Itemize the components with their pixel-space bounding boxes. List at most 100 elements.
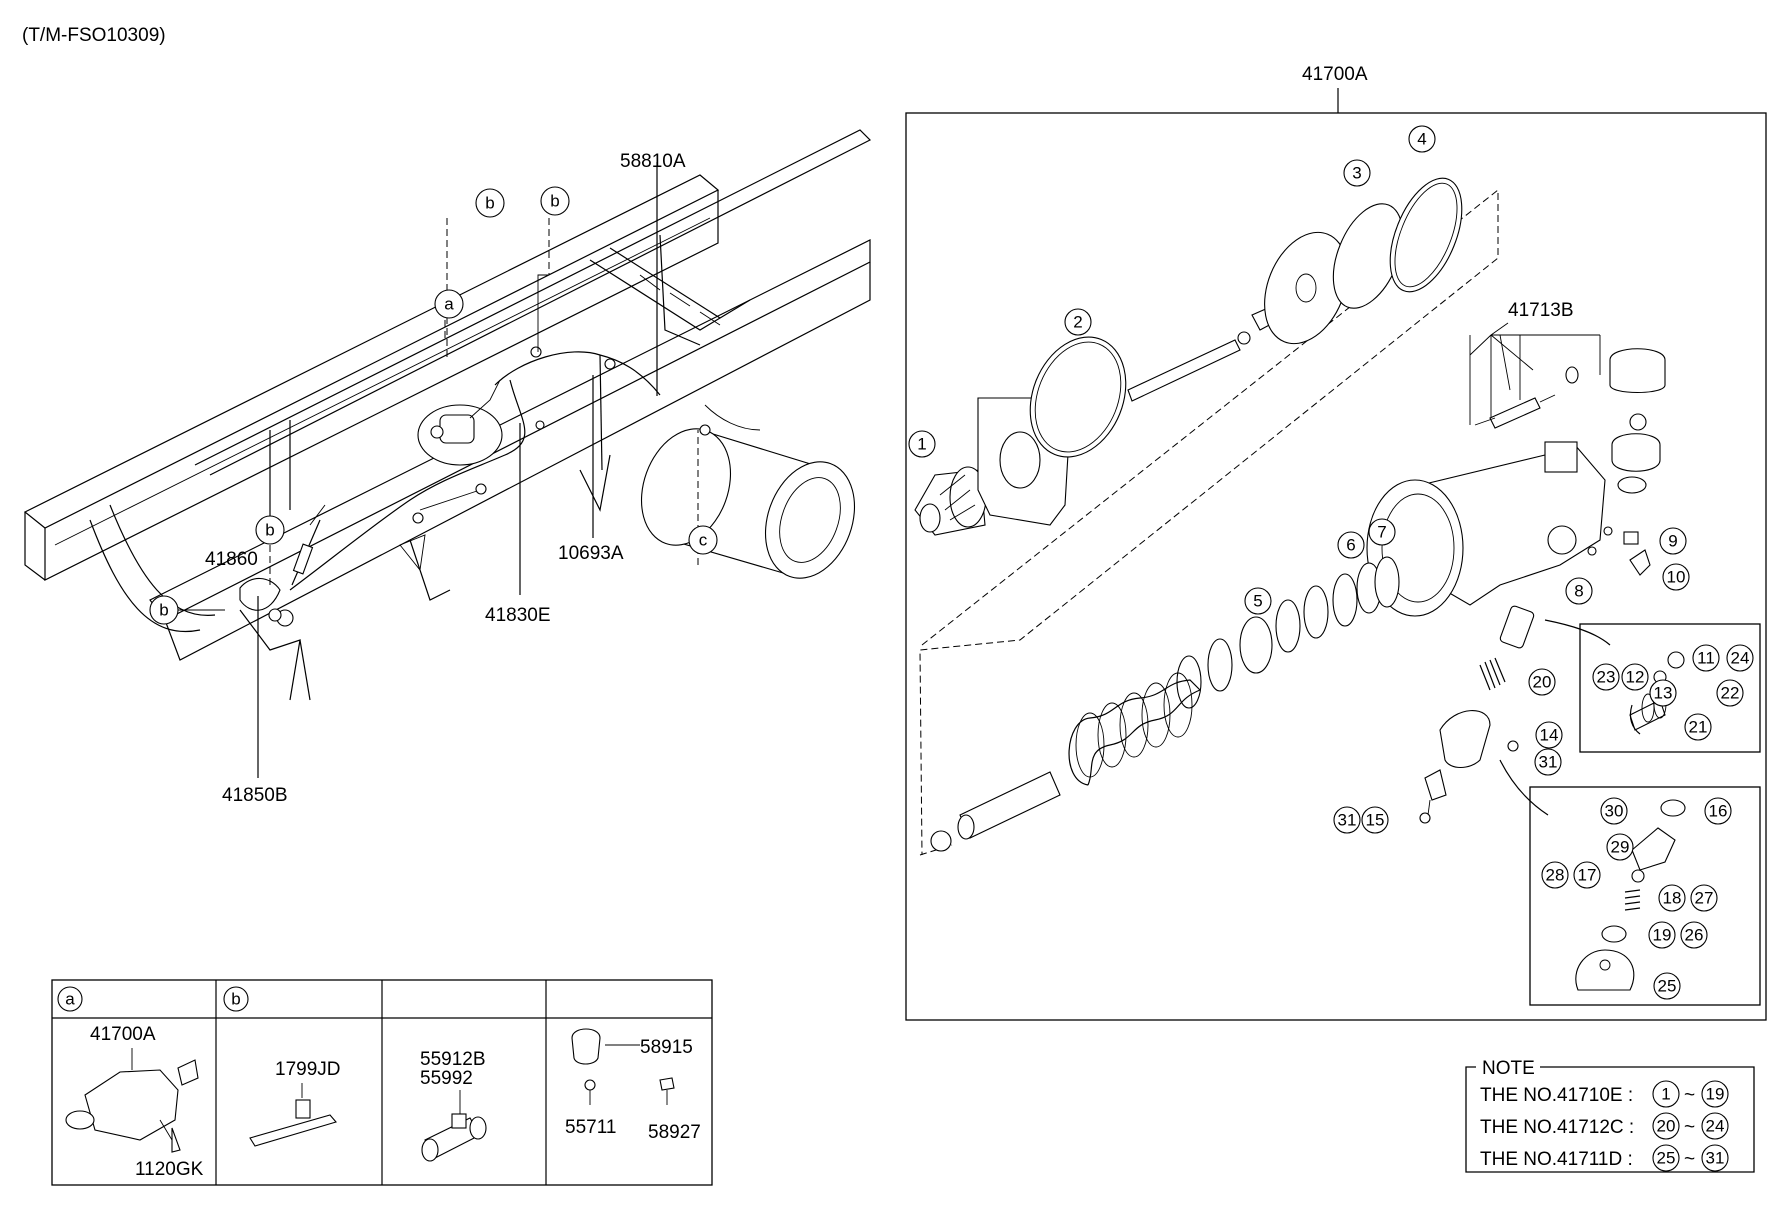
callout-circle: [1573, 861, 1601, 889]
callout-circle: [1659, 527, 1687, 555]
callout-circle: [1528, 668, 1556, 696]
callout-circle: [1534, 748, 1562, 776]
callout-b: b: [550, 192, 559, 211]
note-rows: THE NO.41710E : 1 19 ~ THE NO.41712C : 20 24 ~ T…: [1480, 1080, 1729, 1172]
note-callout-circle: [1701, 1144, 1729, 1172]
callout-number: 24: [1731, 649, 1750, 668]
callout-circle: [1621, 663, 1649, 691]
note-row-text: THE NO.41710E :: [1480, 1085, 1633, 1106]
assembly-frame: [905, 112, 1767, 1021]
hose-routing: [239, 346, 711, 627]
label-41830e: 41830E: [485, 605, 551, 626]
callout-number: 29: [1611, 838, 1630, 857]
note-callout-number: 24: [1706, 1117, 1725, 1136]
callout-circle: [1535, 721, 1563, 749]
label-10693a: 10693A: [558, 543, 624, 564]
callout-number: 28: [1546, 866, 1565, 885]
note-callout-number: 1: [1661, 1085, 1670, 1104]
letter-callouts: a b b b b c: [149, 186, 718, 625]
callout-a: a: [444, 295, 454, 314]
legend-part: 1799JD: [275, 1059, 341, 1080]
callout-circle: [1648, 921, 1676, 949]
callout-number: 31: [1338, 811, 1357, 830]
note-callout-number: 31: [1706, 1149, 1725, 1168]
note-row-text: THE NO.41712C :: [1480, 1117, 1634, 1138]
callout-number: 30: [1605, 802, 1624, 821]
note-callout-number: 19: [1706, 1085, 1725, 1104]
callout-circle: [1680, 921, 1708, 949]
callout-circle: [1662, 563, 1690, 591]
callout-circle: [1726, 644, 1754, 672]
legend-header-b: b: [231, 990, 240, 1009]
callout-b: b: [159, 601, 168, 620]
label-41700a: 41700A: [1302, 64, 1368, 85]
booster-mount: [417, 379, 503, 466]
legend-part: 55711: [565, 1117, 616, 1138]
legend-part: 55912B: [420, 1049, 486, 1070]
callout-circle: [908, 430, 936, 458]
note-title: NOTE: [1482, 1058, 1535, 1079]
callout-number: 8: [1574, 582, 1583, 601]
callout-circle: [1690, 884, 1718, 912]
callout-number: 13: [1654, 684, 1673, 703]
chassis-frame: [23, 129, 872, 701]
callout-number: 17: [1578, 866, 1597, 885]
callout-circle: [1368, 518, 1396, 546]
note-row-text: THE NO.41711D :: [1480, 1149, 1633, 1170]
note-tilde: ~: [1684, 1117, 1695, 1138]
callout-circle: [1333, 806, 1361, 834]
callout-number: 3: [1352, 164, 1361, 183]
legend-part: 41700A: [90, 1024, 156, 1045]
note-callout-circle: [1652, 1112, 1680, 1140]
note-callout-circle: [1652, 1144, 1680, 1172]
callout-number: 12: [1626, 668, 1645, 687]
label-41713b: 41713B: [1508, 300, 1574, 321]
callout-circle: [1653, 972, 1681, 1000]
callout-number: 16: [1709, 802, 1728, 821]
note-callout-number: 20: [1657, 1117, 1676, 1136]
callout-number: 4: [1417, 130, 1426, 149]
note-callout-circle: [1701, 1112, 1729, 1140]
callout-circle: [1565, 577, 1593, 605]
callout-number: 31: [1539, 753, 1558, 772]
legend-part: 1120GK: [135, 1159, 204, 1180]
callout-b: b: [265, 521, 274, 540]
callout-number: 9: [1668, 532, 1677, 551]
callout-number: 2: [1073, 313, 1082, 332]
callout-number: 5: [1253, 592, 1262, 611]
note-box: NOTE THE NO.41710E : 1 19 ~ THE NO.41712C : 2…: [1465, 1058, 1755, 1173]
air-reservoir: [640, 404, 856, 579]
callout-circle: [1541, 861, 1569, 889]
callout-number: 20: [1533, 673, 1552, 692]
legend-header-a: a: [65, 990, 75, 1009]
callout-circle: [1343, 159, 1371, 187]
label-58810a: 58810A: [620, 151, 686, 172]
callout-number: 11: [1697, 649, 1715, 668]
inset-valve-b: [1529, 786, 1761, 1006]
callout-circle: [1649, 679, 1677, 707]
callout-circle: [1361, 806, 1389, 834]
callout-number: 6: [1346, 536, 1355, 555]
callout-circle: [1408, 125, 1436, 153]
callout-b: b: [485, 194, 494, 213]
callout-circle: [1606, 833, 1634, 861]
legend-part: 58915: [640, 1037, 693, 1058]
callout-number: 15: [1366, 811, 1385, 830]
legend-part: 58927: [648, 1122, 701, 1143]
note-tilde: ~: [1684, 1085, 1695, 1106]
note-callout-number: 25: [1657, 1149, 1676, 1168]
callout-circle: [1692, 644, 1720, 672]
exploded-parts: [914, 177, 1666, 856]
callout-number: 10: [1667, 568, 1686, 587]
callout-circle: [1658, 884, 1686, 912]
note-callout-circle: [1652, 1080, 1680, 1108]
callout-number: 7: [1377, 523, 1386, 542]
callout-number: 18: [1663, 889, 1682, 908]
callout-circle: [1244, 587, 1272, 615]
frame-leaders: [177, 162, 699, 778]
callout-circle: [1704, 797, 1732, 825]
legend-part: 55992: [420, 1068, 473, 1089]
callout-number: 1: [917, 435, 926, 454]
